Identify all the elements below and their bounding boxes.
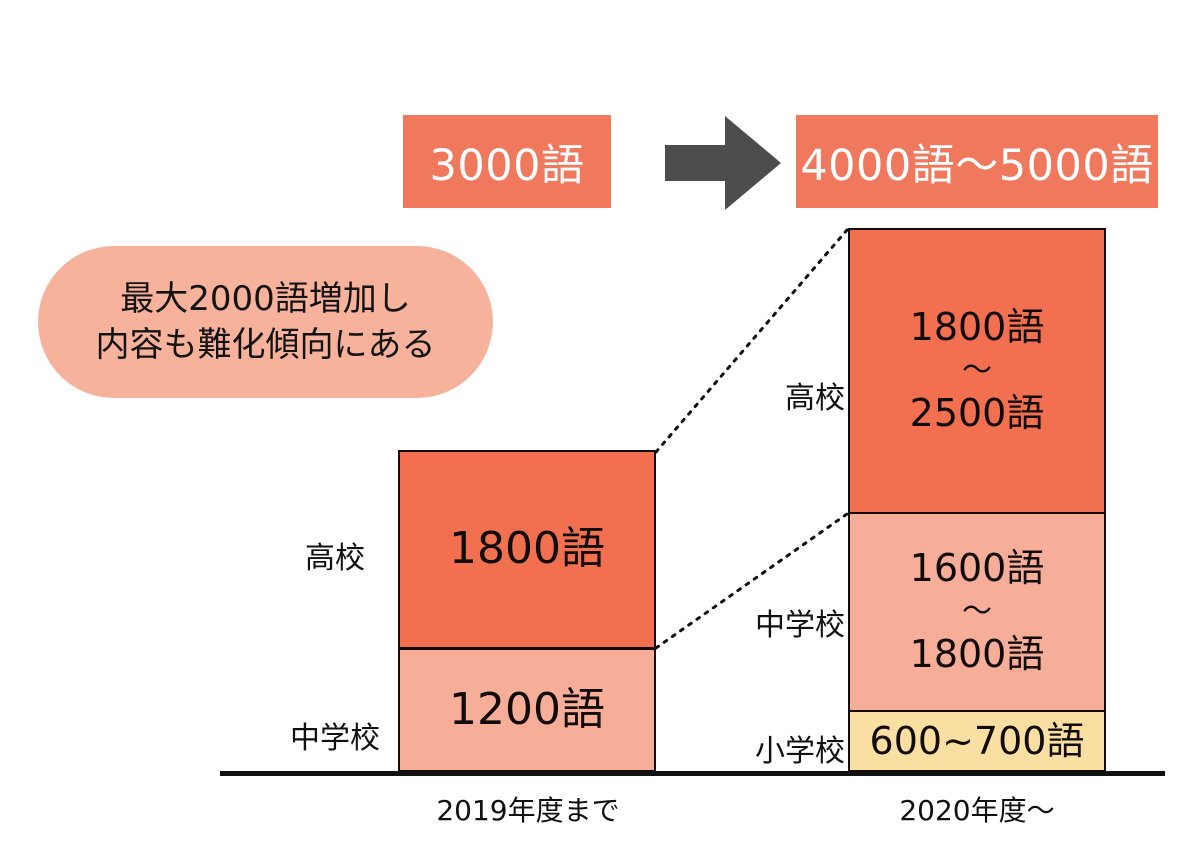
label-2020-elementary: 小学校 bbox=[755, 734, 845, 769]
bar-2020: 1800語 〜 2500語 1600語 〜 1800語 600~700語 bbox=[848, 228, 1106, 772]
callout-bubble: 最大2000語増加し 内容も難化傾向にある bbox=[38, 246, 493, 398]
bar-2020-segment-high-school: 1800語 〜 2500語 bbox=[848, 228, 1106, 514]
bar-2019-segment-junior-high: 1200語 bbox=[398, 648, 656, 772]
total-after-chip: 4000語〜5000語 bbox=[796, 115, 1158, 208]
bar-2019-junior-high-value: 1200語 bbox=[449, 683, 605, 735]
total-before-chip: 3000語 bbox=[403, 115, 611, 208]
bar-2020-segment-junior-high: 1600語 〜 1800語 bbox=[848, 512, 1106, 712]
bar-2020-junior-high-tilde: 〜 bbox=[962, 594, 992, 629]
bar-2020-junior-high-to: 1800語 bbox=[909, 632, 1045, 676]
axis-baseline bbox=[220, 771, 1165, 776]
axis-caption-2019: 2019年度まで bbox=[436, 794, 620, 827]
bar-2020-elementary-value: 600~700語 bbox=[869, 719, 1085, 763]
bar-2020-high-school-to: 2500語 bbox=[909, 391, 1045, 435]
label-2020-high-school: 高校 bbox=[785, 381, 845, 416]
label-2020-junior-high: 中学校 bbox=[755, 608, 845, 643]
bar-2020-junior-high-from: 1600語 bbox=[909, 546, 1045, 591]
label-2019-high-school: 高校 bbox=[305, 541, 365, 576]
axis-caption-2020: 2020年度〜 bbox=[899, 794, 1055, 827]
bar-2020-segment-elementary: 600~700語 bbox=[848, 710, 1106, 772]
bar-2019: 1800語 1200語 bbox=[398, 450, 656, 772]
bar-2019-segment-high-school: 1800語 bbox=[398, 450, 656, 649]
bar-2020-high-school-tilde: 〜 bbox=[962, 353, 992, 388]
bar-2019-high-school-value: 1800語 bbox=[449, 523, 605, 575]
right-arrow-icon bbox=[663, 113, 783, 213]
bar-2020-high-school-from: 1800語 bbox=[909, 305, 1045, 350]
callout-line-2: 内容も難化傾向にある bbox=[95, 325, 436, 365]
label-2019-junior-high: 中学校 bbox=[290, 721, 380, 756]
callout-line-1: 最大2000語増加し bbox=[120, 278, 411, 319]
